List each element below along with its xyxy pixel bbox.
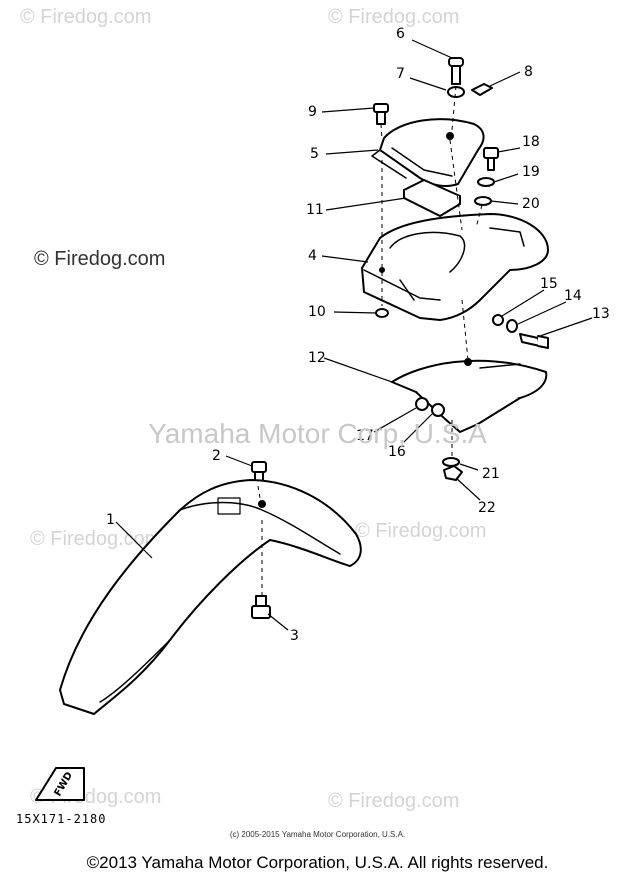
callout-8: 8 [524,64,533,80]
firedog-watermark: © Firedog.com [34,248,166,270]
watermark: © Firedog.com [328,6,460,28]
part-9-screw [373,103,389,125]
callout-6: 6 [396,26,405,42]
part-13-bolt [519,333,549,349]
callout-7: 7 [396,66,405,82]
part-4-tail-body [361,213,549,321]
watermark: © Firedog.com [20,6,152,28]
callout-22: 22 [478,500,496,516]
part-19-washer [477,177,495,187]
callout-19: 19 [522,164,540,180]
part-17-nut [415,397,429,411]
part-15-nut [492,314,504,326]
callout-5: 5 [310,146,319,162]
callout-14: 14 [564,288,582,304]
part-10-washer [375,308,389,318]
assembly-lines [257,85,483,596]
small-copyright: (c) 2005-2015 Yamaha Motor Corporation, … [229,830,406,839]
callout-16: 16 [388,444,406,460]
part-14-washer [506,319,518,333]
part-6-screw [448,57,464,85]
callout-4: 4 [308,248,317,264]
callout-12: 12 [308,350,326,366]
part-16-nut [431,403,445,417]
callout-18: 18 [522,134,540,150]
fwd-arrow-icon [35,767,85,801]
watermark: © Firedog.com [30,528,162,550]
diagram-code: 15X171-2180 [16,812,107,826]
main-watermark: Yamaha Motor Corp, U.S.A [148,418,487,449]
callout-17: 17 [356,428,374,444]
part-22-nut [443,465,463,481]
callout-10: 10 [308,304,326,320]
callout-1: 1 [106,512,115,528]
part-11-pad [403,179,461,217]
watermark: © Firedog.com [328,790,460,812]
watermark: © Firedog.com [355,520,487,542]
callout-3: 3 [290,628,299,644]
part-8-clip [471,83,493,96]
footer-copyright: ©2013 Yamaha Motor Corporation, U.S.A. A… [86,853,549,872]
part-5-cover [371,118,485,187]
callout-13: 13 [592,306,610,322]
part-3-bolt [251,595,271,619]
part-21-washer [442,457,460,467]
callout-20: 20 [522,196,540,212]
part-1-front-fender [59,479,362,715]
callout-2: 2 [212,448,221,464]
callout-21: 21 [482,466,500,482]
callout-9: 9 [308,104,317,120]
part-20-washer [474,196,492,206]
callout-11: 11 [306,202,324,218]
part-18-bolt [483,147,499,171]
leader-lines [115,39,593,631]
callout-15: 15 [540,276,558,292]
